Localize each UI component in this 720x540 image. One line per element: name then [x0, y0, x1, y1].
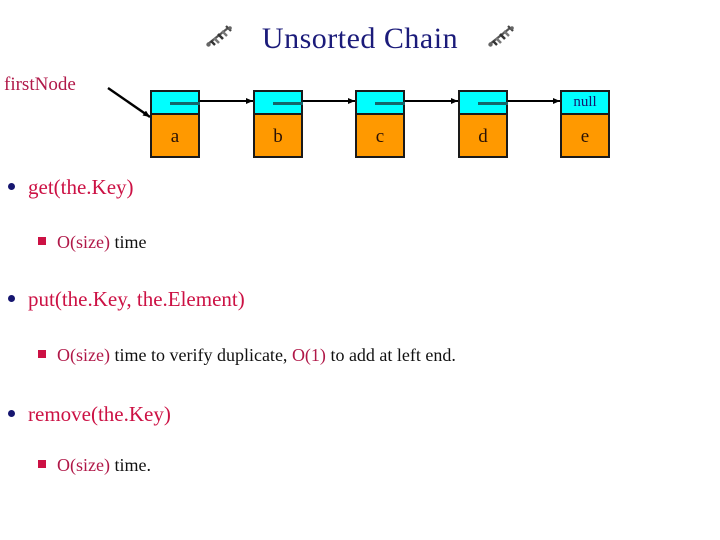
node-data-cell: e	[580, 126, 590, 147]
bullet-get: get(the.Key)	[8, 175, 134, 200]
first-node-arrow	[107, 87, 151, 118]
null-label: null	[573, 94, 597, 110]
complexity-value-2: O(1)	[291, 345, 326, 365]
sub-bullet-put: O(size) time to verify duplicate, O(1) t…	[38, 345, 456, 366]
sub-bullet-square-icon	[38, 236, 46, 245]
bullet-put: put(the.Key, the.Element)	[8, 287, 245, 312]
complexity-note: time	[109, 232, 147, 252]
complexity-value: O(size)	[57, 232, 110, 252]
node-data-cell: b	[273, 126, 283, 147]
bullet-dot-icon	[8, 294, 15, 302]
sub-bullet-get: O(size) time	[38, 232, 146, 253]
bullet-dot-icon	[8, 409, 15, 417]
complexity-note-2: to add at left end.	[325, 345, 456, 365]
node-data-cell: c	[375, 126, 385, 147]
first-node-label: firstNode	[4, 74, 76, 95]
node-pointer-cell	[460, 92, 508, 115]
page-title-text: Unsorted Chain	[261, 22, 459, 56]
pen-decoration-icon-left	[202, 22, 236, 52]
node-pointer-stub	[375, 102, 405, 105]
bullet-remove-label: remove(the.Key)	[28, 402, 171, 426]
bullet-dot-icon	[8, 182, 15, 190]
bullet-get-label: get(the.Key)	[28, 175, 134, 199]
chain-node-tail: null e	[560, 90, 610, 158]
node-pointer-cell	[357, 92, 405, 115]
complexity-note: time to verify duplicate,	[109, 345, 292, 365]
page-title: Unsorted Chain	[0, 20, 720, 56]
node-pointer-cell-null: null	[562, 92, 608, 115]
pen-decoration-icon-right	[484, 22, 518, 52]
complexity-note: time.	[109, 455, 151, 475]
chain-node: d	[458, 90, 508, 158]
node-pointer-cell	[255, 92, 303, 115]
complexity-value: O(size)	[57, 345, 110, 365]
chain-node: a	[150, 90, 200, 158]
sub-bullet-remove: O(size) time.	[38, 455, 151, 476]
chain-node: c	[355, 90, 405, 158]
node-data-cell: a	[170, 126, 180, 147]
chain-node: b	[253, 90, 303, 158]
node-pointer-stub	[478, 102, 508, 105]
complexity-value: O(size)	[57, 455, 110, 475]
bullet-put-label: put(the.Key, the.Element)	[28, 287, 245, 311]
sub-bullet-square-icon	[38, 459, 46, 468]
node-data-cell: d	[478, 126, 488, 147]
node-pointer-stub	[273, 102, 303, 105]
node-pointer-stub	[170, 102, 200, 105]
node-pointer-cell	[152, 92, 200, 115]
bullet-remove: remove(the.Key)	[8, 402, 171, 427]
sub-bullet-square-icon	[38, 349, 46, 358]
